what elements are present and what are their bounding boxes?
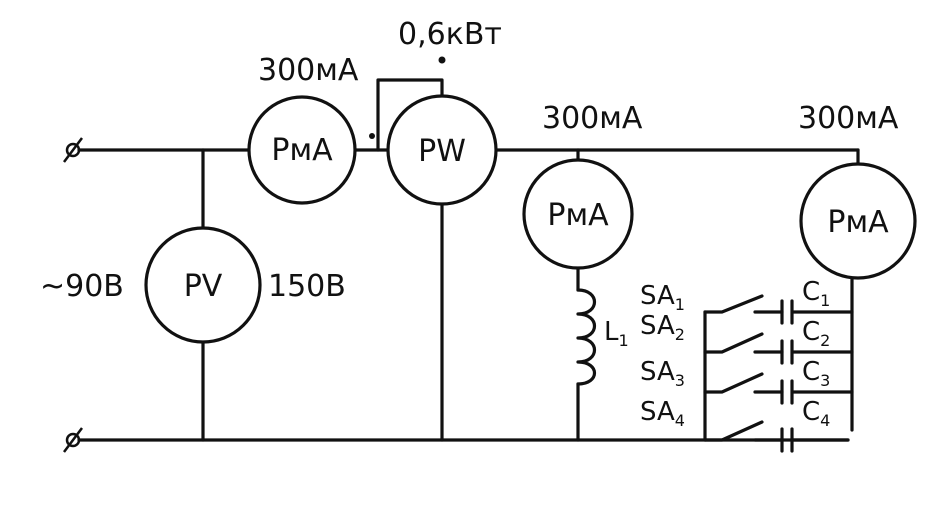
- supply-voltage: ~90В: [40, 269, 124, 304]
- capacitor-c1: [780, 299, 854, 325]
- cap-branch-wire: [850, 148, 860, 432]
- switch-sa4: [703, 420, 784, 442]
- ammeter-main-label: PмА: [271, 133, 333, 168]
- switch-sa4-label: SA4: [640, 397, 685, 430]
- polarity-dot-current: [369, 133, 375, 139]
- capacitor-c2-label: C2: [802, 317, 830, 350]
- wattmeter-voltage-loop: [376, 78, 444, 152]
- capacitor-c3-label: C3: [802, 357, 830, 390]
- capacitor-c4-label: C4: [802, 397, 830, 430]
- inductor-coil: [576, 288, 596, 386]
- wattmeter-range: 0,6кВт: [398, 17, 502, 52]
- switch-sa3-label: SA3: [640, 357, 685, 390]
- wattmeter-label: PW: [418, 134, 466, 169]
- switch-sa3: [703, 372, 784, 394]
- capacitor-c4: [780, 427, 850, 453]
- ammeter-coil-range: 300мА: [542, 101, 643, 136]
- ammeter-coil: [522, 158, 634, 270]
- switch-sa2-label: SA2: [640, 311, 685, 344]
- voltmeter-range: 150В: [268, 269, 346, 304]
- voltmeter-label: PV: [184, 269, 223, 304]
- capacitor-c2: [780, 339, 854, 365]
- switch-sa1-label: SA1: [640, 281, 685, 314]
- voltmeter: [144, 226, 262, 344]
- ammeter-main-range: 300мА: [258, 53, 359, 88]
- ammeter-coil-label: PмА: [547, 198, 609, 233]
- capacitor-c3: [780, 379, 854, 405]
- ammeter-cap-label: PмА: [827, 205, 889, 240]
- wattmeter: [386, 94, 498, 206]
- polarity-dot-voltage: [438, 56, 446, 64]
- switch-sa1: [703, 294, 784, 314]
- ammeter-cap-range: 300мА: [798, 101, 899, 136]
- inductor-label: L1: [604, 317, 629, 350]
- capacitor-c1-label: C1: [802, 277, 830, 310]
- ammeter-cap: [799, 162, 917, 280]
- ammeter-main: [247, 95, 357, 205]
- switch-sa2: [703, 332, 784, 354]
